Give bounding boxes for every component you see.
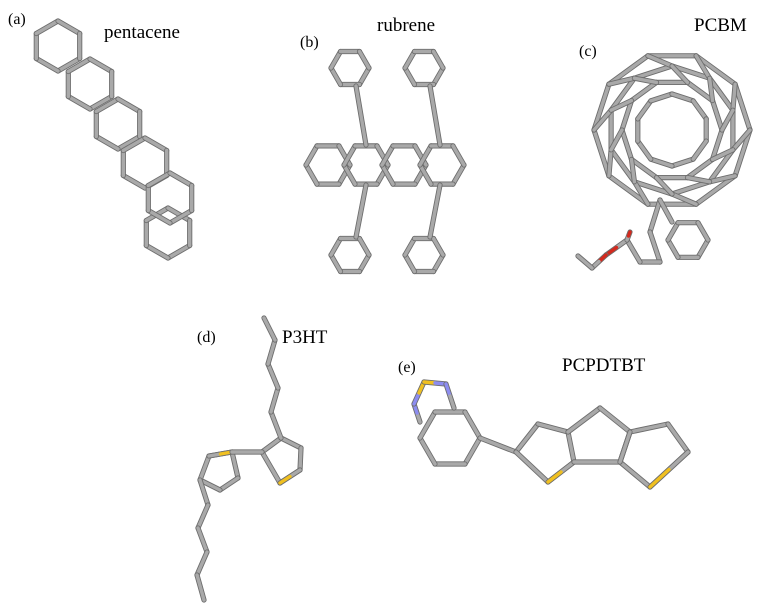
panel-c-letter: (c) <box>579 43 597 60</box>
panel-e-name: PCPDTBT <box>562 355 646 376</box>
panel-b-letter: (b) <box>300 34 319 51</box>
panel-b-name: rubrene <box>377 15 436 36</box>
panel-c-name: PCBM <box>694 15 747 36</box>
panel-a-letter: (a) <box>8 11 26 28</box>
panel-a-name: pentacene <box>104 22 180 43</box>
rubrene-molecule <box>303 48 467 275</box>
panel-d-letter: (d) <box>197 329 216 346</box>
pcpdtbt-molecule <box>411 379 691 490</box>
p3ht-molecule <box>194 315 304 603</box>
panel-e-letter: (e) <box>398 359 416 376</box>
panel-d-name: P3HT <box>282 327 328 348</box>
pcbm-molecule <box>575 53 753 271</box>
pentacene-molecule <box>33 18 195 261</box>
